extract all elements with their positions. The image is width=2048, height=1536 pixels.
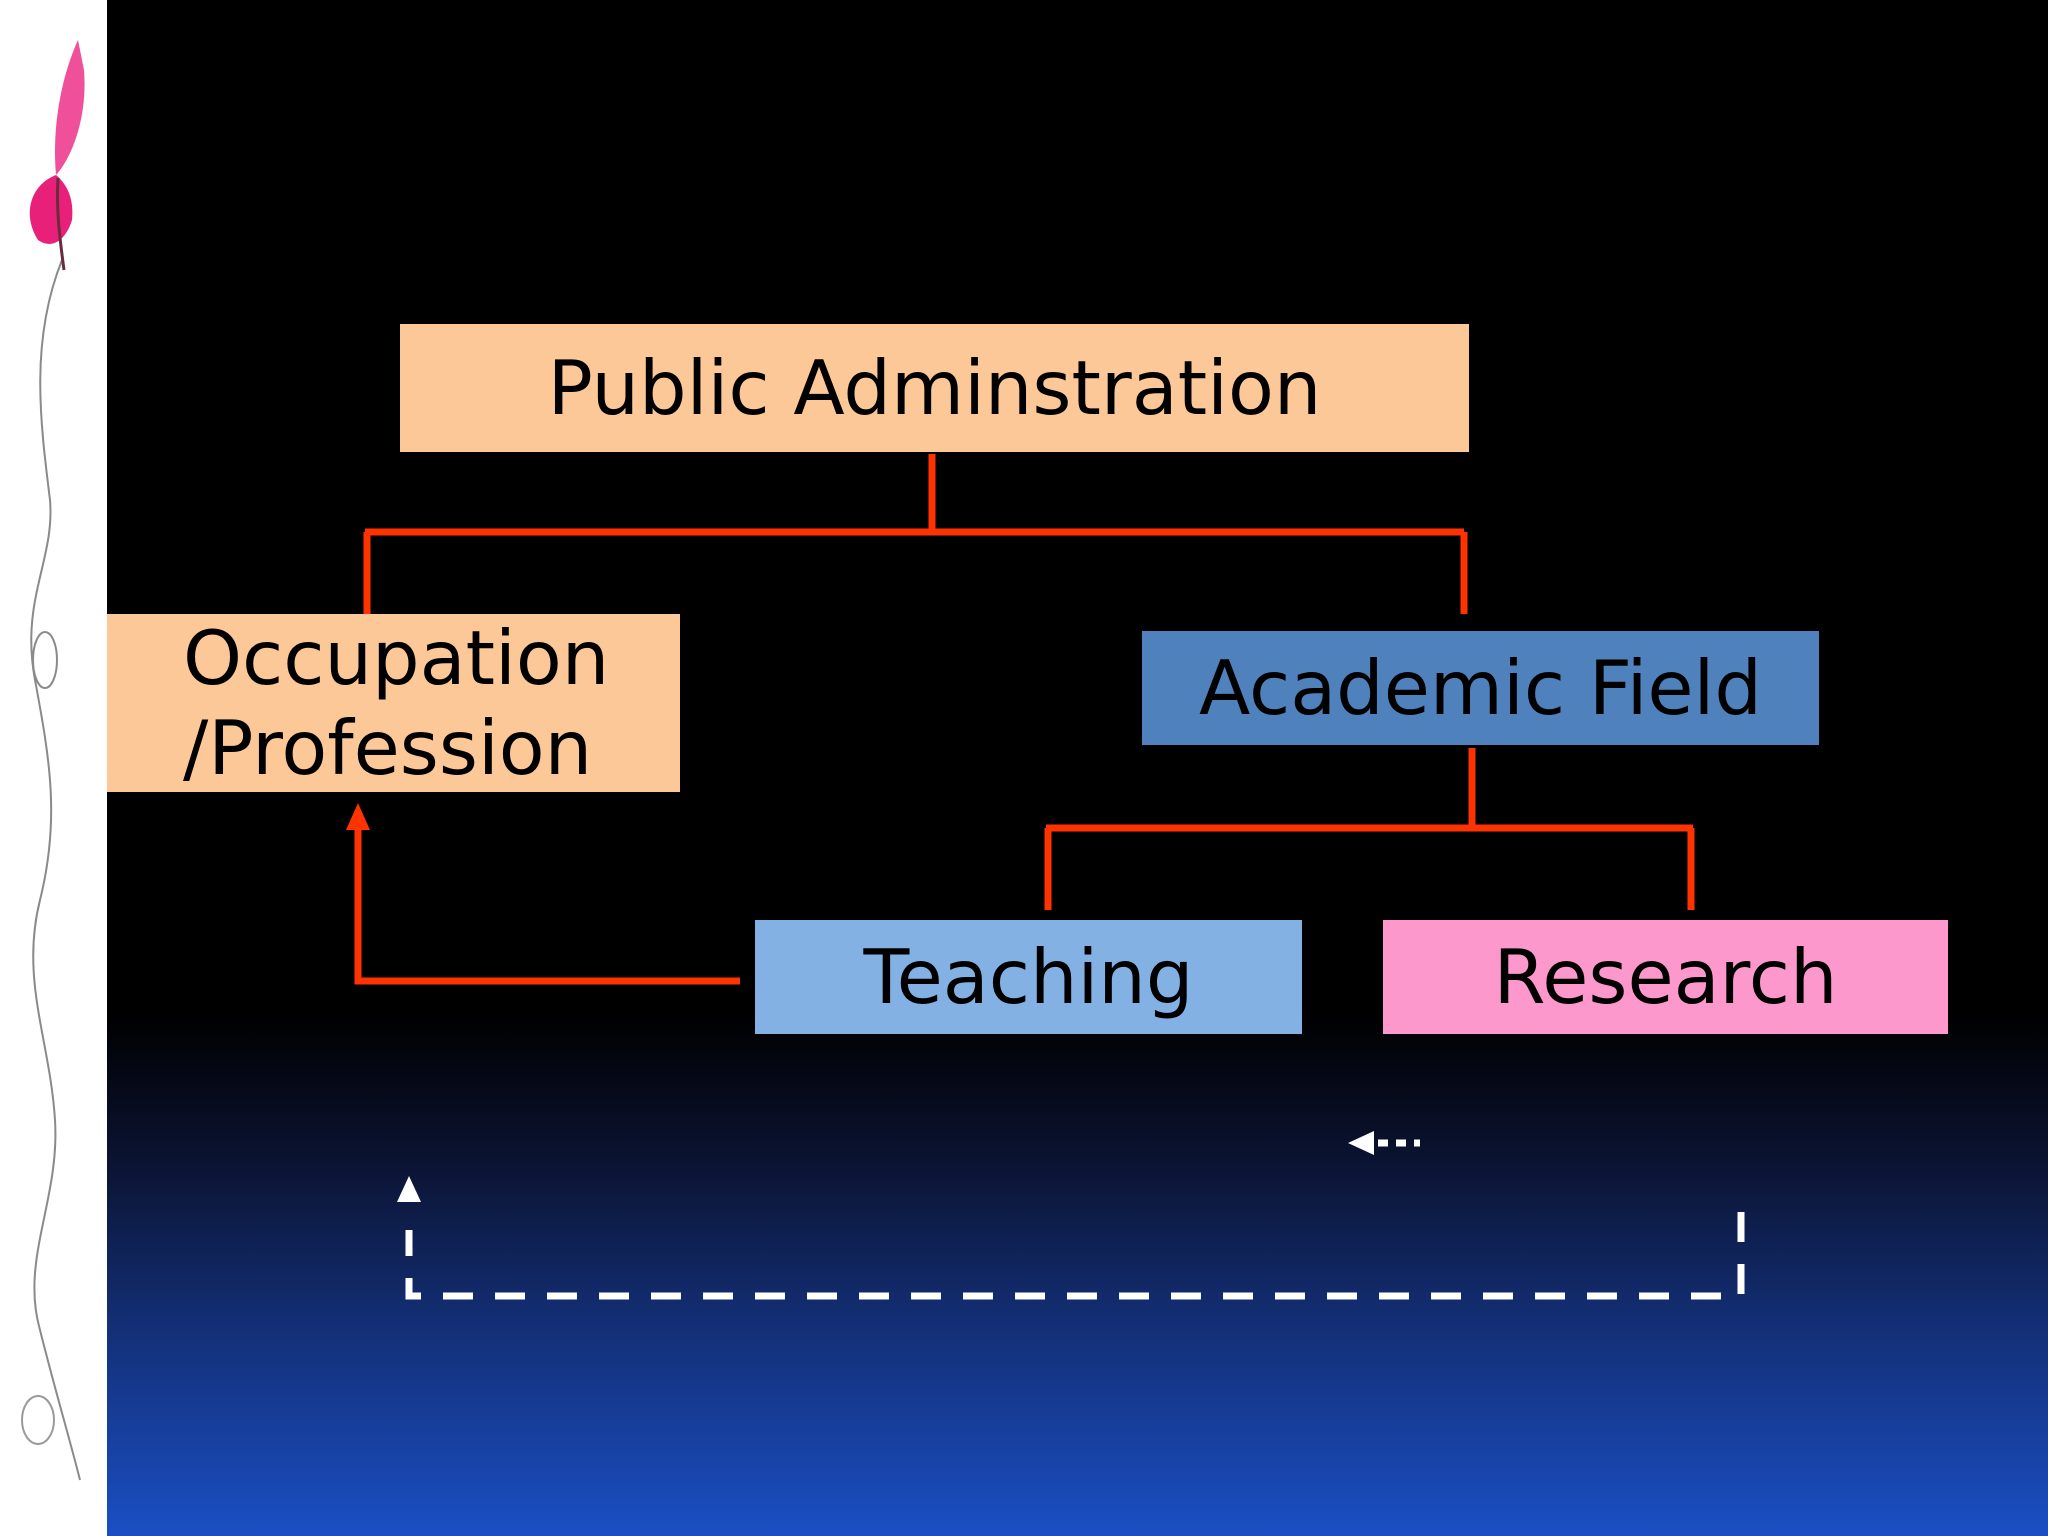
- node-public-administration: Public Adminstration: [400, 324, 1469, 452]
- arrowhead-occupation: [346, 803, 370, 830]
- node-label: Academic Field: [1198, 644, 1762, 732]
- solid-connectors: [346, 454, 1695, 985]
- arrow-teaching-to-occupation: [354, 822, 740, 985]
- node-label: Public Adminstration: [547, 344, 1322, 432]
- arrowhead-dashed-up: [397, 1176, 421, 1202]
- node-teaching: Teaching: [755, 920, 1302, 1034]
- node-label-line-2: /Profession: [183, 704, 593, 792]
- dashed-connectors: [397, 1131, 1745, 1300]
- node-label: Teaching: [863, 933, 1194, 1021]
- butterfly-vine-icon: [21, 40, 85, 1481]
- decorative-margin: [0, 0, 107, 1536]
- node-academic-field: Academic Field: [1142, 631, 1819, 745]
- node-label-line-1: Occupation: [183, 614, 610, 702]
- node-occupation-profession: Occupation /Profession: [107, 614, 680, 792]
- arrowhead-dashed-left: [1348, 1131, 1374, 1155]
- dashed-arrow-research-to-occupation: [405, 1212, 1745, 1300]
- node-research: Research: [1383, 920, 1948, 1034]
- node-label: Research: [1493, 933, 1838, 1021]
